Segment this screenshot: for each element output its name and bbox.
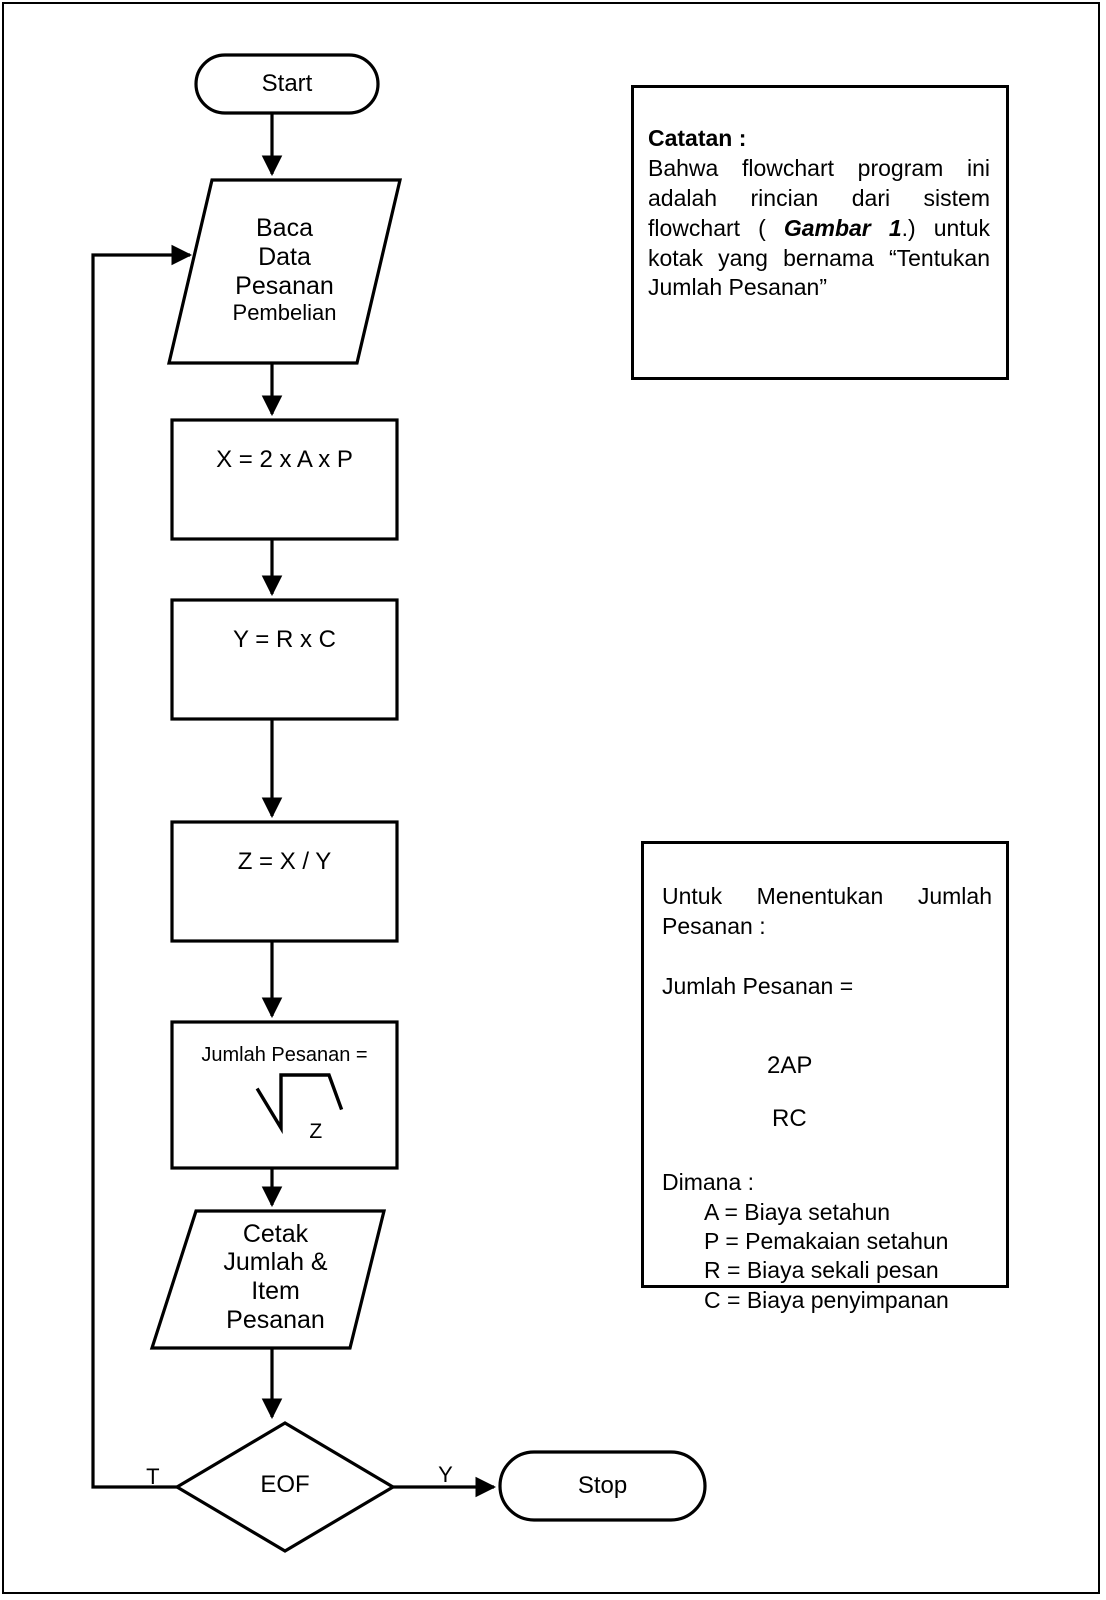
note-formula-numerator: 2AP [767, 1051, 813, 1079]
node-z-label: Z = X / Y [237, 848, 332, 876]
definition-item: C = Biaya penyimpanan [704, 1286, 949, 1313]
note-catatan-body-part2: .) untuk kotak yang bernama “Tentukan Ju… [648, 214, 990, 301]
node-cetak-line2: Jumlah & [223, 1248, 328, 1277]
node-baca-line4: Pembelian [232, 300, 337, 326]
note-formula-spacer [662, 942, 992, 972]
note-catatan-box: Catatan : Bahwa flowchart program ini ad… [631, 85, 1009, 380]
node-z-label-wrap[interactable]: Z = X / Y [172, 842, 397, 882]
node-stop-label-wrap[interactable]: Stop [500, 1452, 705, 1520]
node-baca-line1: Baca [256, 214, 313, 243]
sqrt-symbol-node [255, 1073, 344, 1135]
node-x-label-wrap[interactable]: X = 2 x A x P [172, 440, 397, 480]
node-cetak-shape [149, 1209, 387, 1350]
node-cetak-line4: Pesanan [226, 1305, 325, 1334]
node-start-label-wrap[interactable]: Start [196, 55, 378, 113]
node-jumlah-label: Jumlah Pesanan = [201, 1043, 368, 1066]
node-start-label: Start [261, 70, 313, 98]
note-formula-box: Untuk Menentukan Jumlah Pesanan : Jumlah… [641, 841, 1009, 1313]
definition-item: P = Pemakaian setahun [704, 1228, 949, 1254]
edge-label-eof-true: Y [438, 1461, 453, 1487]
node-baca-shape [166, 178, 403, 365]
node-z-shape [170, 820, 399, 943]
node-jumlah-radicand: Z [309, 1119, 323, 1143]
node-cetak-label-wrap[interactable]: Cetak Jumlah & Item Pesanan [163, 1213, 388, 1341]
node-eof-shape [173, 1421, 397, 1553]
note-catatan-body-part1: Bahwa flowchart program ini adalah rinci… [648, 154, 990, 241]
node-x-shape [170, 418, 399, 541]
node-y-label-wrap[interactable]: Y = R x C [172, 620, 397, 660]
note-catatan-heading: Catatan : [648, 125, 747, 151]
node-cetak-line1: Cetak [242, 1219, 309, 1248]
node-stop-shape [498, 1450, 707, 1522]
node-y-shape [170, 598, 399, 721]
note-formula-definitions: A = Biaya setahun P = Pemakaian setahun … [662, 1198, 992, 1316]
edge-eof-feedback-to-baca [91, 244, 193, 1489]
node-y-label: Y = R x C [233, 626, 336, 654]
node-jumlah-shape [170, 1020, 399, 1170]
definition-item: R = Biaya sekali pesan [704, 1257, 939, 1284]
note-formula-intro: Untuk Menentukan Jumlah Pesanan : [662, 883, 992, 939]
note-formula-expression: 2AP RC [662, 1018, 992, 1168]
note-catatan-inner: Catatan : Bahwa flowchart program ini ad… [634, 88, 1006, 303]
node-baca-line2: Data [258, 242, 311, 271]
note-catatan-emphasis: Gambar 1 [783, 214, 902, 241]
node-jumlah-label-wrap[interactable]: Jumlah Pesanan = [172, 1040, 397, 1070]
note-catatan-body: Bahwa flowchart program ini adalah rinci… [648, 154, 990, 303]
edge-label-eof-false: T [146, 1463, 160, 1489]
note-formula-denominator: RC [772, 1104, 807, 1132]
definition-item: A = Biaya setahun [704, 1198, 891, 1225]
node-eof-label: EOF [260, 1471, 310, 1499]
note-formula-dimana-label: Dimana : [662, 1168, 755, 1195]
node-start-shape [194, 53, 380, 115]
node-eof-label-wrap[interactable]: EOF [215, 1468, 355, 1502]
note-formula-equation-label: Jumlah Pesanan = [662, 972, 854, 999]
node-x-label: X = 2 x A x P [216, 446, 353, 474]
node-baca-line3: Pesanan [235, 271, 334, 300]
node-baca-label-wrap[interactable]: Baca Data Pesanan Pembelian [169, 195, 400, 345]
node-cetak-line3: Item [251, 1277, 300, 1305]
note-formula-inner: Untuk Menentukan Jumlah Pesanan : Jumlah… [644, 844, 1006, 1315]
node-stop-label: Stop [577, 1472, 628, 1500]
